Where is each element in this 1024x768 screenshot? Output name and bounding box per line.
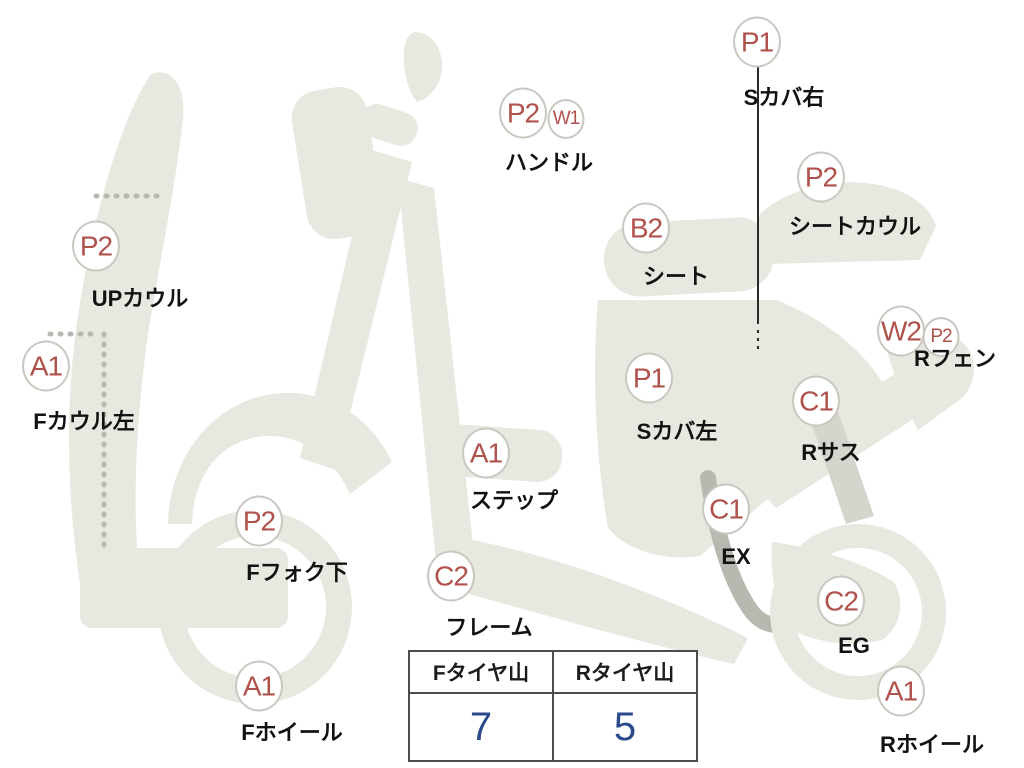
grade-sub-badge: W1 [547, 99, 585, 139]
grade-badge: P1 [625, 352, 673, 404]
grade-badge: P2 [797, 151, 845, 203]
part-label: Sカバ右 [743, 85, 825, 110]
part-label: EG [838, 633, 870, 658]
grade-badge: P2 [235, 495, 283, 547]
grade-sub-badge: P2 [922, 317, 960, 357]
part-label: Fカウル左 [33, 409, 135, 434]
grade-badge: C2 [817, 575, 865, 627]
cowl-dotted-lines [47, 193, 161, 555]
grade-badge: A1 [877, 665, 925, 717]
grade-badge: C1 [702, 483, 750, 535]
part-label: Rフェン [914, 346, 996, 371]
rear-tire-tread-header: Rタイヤ山 [552, 650, 698, 694]
grade-badge: A1 [22, 340, 70, 392]
handle-grip-shape [360, 104, 418, 146]
part-label: Rサス [801, 440, 861, 465]
front-cowl-shape [69, 72, 184, 608]
grade-badge: C2 [427, 550, 475, 602]
front-tire-tread-value: 7 [408, 692, 554, 762]
grade-badge: P2 [499, 87, 547, 139]
mirror-shape [403, 32, 442, 102]
front-tire-tread-header: Fタイヤ山 [408, 650, 554, 694]
part-label: シートカウル [788, 214, 922, 239]
frame-downtube-shape [398, 178, 474, 562]
front-fender-shape [168, 392, 392, 524]
part-label: Fフォク下 [246, 560, 348, 585]
grade-badge: P1 [733, 16, 781, 68]
rear-wheel-shape [770, 524, 946, 700]
part-label: UPカウル [91, 286, 189, 311]
rear-tire-tread-value: 5 [552, 692, 698, 762]
grade-badge: A1 [235, 660, 283, 712]
part-label: Fホイール [241, 720, 343, 745]
part-label: ハンドル [504, 150, 594, 175]
part-label: シート [642, 264, 710, 289]
headlight-cover-shape [291, 87, 383, 239]
part-label: フレーム [445, 615, 533, 640]
part-label: Rホイール [880, 732, 984, 757]
part-label: EX [721, 544, 751, 569]
grade-badge: P2 [72, 220, 120, 272]
seat-cowl-shape [757, 182, 936, 264]
grade-badge: B2 [622, 202, 670, 254]
part-label: ステップ [469, 488, 559, 513]
grade-badge: C1 [792, 375, 840, 427]
grade-badge: W2 [877, 305, 925, 357]
underbody-rail-shape [436, 540, 748, 664]
part-label: Sカバ左 [636, 419, 718, 444]
grade-badge: A1 [462, 427, 510, 479]
steering-tube-shape [300, 150, 412, 470]
tire-tread-table: Fタイヤ山 Rタイヤ山 7 5 [408, 650, 698, 762]
